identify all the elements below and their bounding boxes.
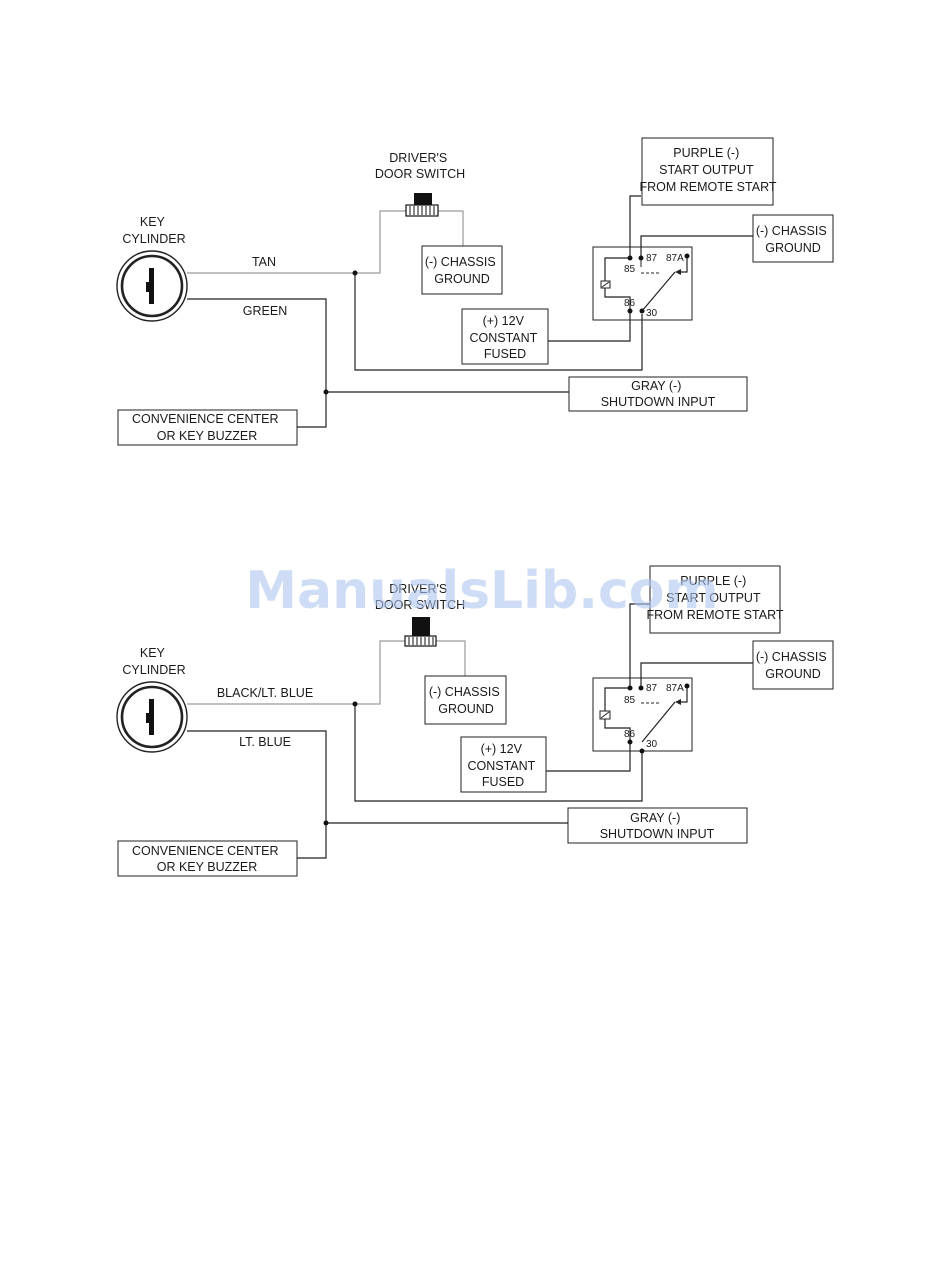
switch-ground-wire: [436, 640, 466, 676]
switch-ground-wire: [438, 210, 464, 246]
watermark: ManualsLib.com: [245, 561, 718, 621]
lt-blue-wire: [187, 730, 327, 859]
key-cylinder-label: KEY CYLINDER: [122, 215, 185, 246]
relay-pin-30: 30: [646, 739, 658, 750]
relay-pin-87: 87: [646, 683, 658, 694]
relay-pin-85: 85: [624, 695, 636, 706]
gray-shutdown-input-box: GRAY (-) SHUTDOWN INPUT: [568, 376, 748, 412]
door-switch-icon: [405, 193, 439, 217]
relay-pin-87: 87: [646, 253, 658, 264]
relay-pin-85: 85: [624, 264, 636, 275]
svg-text:GRAY (-) SHUTDOWN INPU: GRAY (-) SHUTDOWN INPUT: [601, 379, 716, 409]
svg-text:(-) CHASSIS GROUND: (-) CHASSIS GROUND: [425, 255, 499, 286]
power-12v-box: (+) 12V CONSTANT FUSED: [460, 736, 547, 793]
door-switch-label: DRIVER'S DOOR SWITCH: [375, 151, 465, 181]
switch-chassis-ground-box: (-) CHASSIS GROUND: [424, 675, 507, 725]
switch-chassis-ground-box: (-) CHASSIS GROUND: [421, 245, 503, 295]
svg-text:CONVENIENCE CENTER OR: CONVENIENCE CENTER OR KEY BUZZER: [132, 412, 282, 443]
power-12v-box: (+) 12V CONSTANT FUSED: [461, 308, 549, 365]
green-wire-label: GREEN: [243, 304, 287, 318]
svg-text:CONVENIENCE CENTER OR: CONVENIENCE CENTER OR KEY BUZZER: [132, 844, 282, 874]
door-switch-icon: [404, 617, 437, 647]
wiring-diagram-1: KEY CYLINDER DRIVER'S DOOR SWITCH: [116, 137, 834, 446]
power-wire: [546, 742, 631, 772]
lt-blue-wire-label: LT. BLUE: [239, 735, 291, 749]
junction-dot: [352, 701, 358, 707]
svg-text:PURPLE (-) START OUTPU: PURPLE (-) START OUTPUT FROM REMOTE STAR…: [646, 574, 783, 622]
key-cylinder-icon: [116, 250, 188, 322]
relay-pin-87a: 87A: [666, 683, 684, 694]
svg-text:(+) 12V CONSTANT: (+) 12V CONSTANT FUSED: [467, 742, 538, 789]
black-lt-blue-wire-label: BLACK/LT. BLUE: [217, 686, 313, 700]
junction-dot: [352, 270, 358, 276]
wiring-diagram-2: KEY CYLINDER DRIVER'S DOOR SWITCH BLA: [116, 565, 834, 877]
power-wire: [548, 311, 631, 342]
green-wire: [187, 298, 327, 428]
purple-wire: [629, 603, 650, 688]
svg-text:GRAY (-) SHUTDOWN INPU: GRAY (-) SHUTDOWN INPUT: [600, 811, 715, 841]
chassis-relay-wire: [640, 662, 753, 688]
relay-chassis-ground-box: (-) CHASSIS GROUND: [752, 640, 834, 690]
junction-dot: [323, 820, 329, 826]
tan-wire: [187, 210, 408, 274]
svg-text:(+) 12V CONSTANT: (+) 12V CONSTANT FUSED: [469, 314, 540, 361]
key-cylinder-icon: [116, 681, 188, 753]
junction-dot: [323, 389, 329, 395]
convenience-center-box: CONVENIENCE CENTER OR KEY BUZZER: [117, 840, 298, 877]
black-lt-blue-to-relay-wire: [354, 704, 643, 802]
black-lt-blue-wire: [187, 640, 405, 705]
svg-text:(-) CHASSIS GROUND: (-) CHASSIS GROUND: [756, 650, 830, 681]
tan-wire-label: TAN: [252, 255, 276, 269]
convenience-center-box: CONVENIENCE CENTER OR KEY BUZZER: [117, 409, 298, 446]
relay-chassis-ground-box: (-) CHASSIS GROUND: [752, 214, 834, 263]
relay-pin-30: 30: [646, 308, 658, 319]
purple-wire: [629, 195, 641, 258]
svg-text:(-) CHASSIS GROUND: (-) CHASSIS GROUND: [756, 224, 830, 255]
relay-pin-86: 86: [624, 298, 636, 309]
gray-shutdown-input-box: GRAY (-) SHUTDOWN INPUT: [567, 807, 748, 844]
key-cylinder-label: KEY CYLINDER: [122, 646, 185, 677]
svg-text:(-) CHASSIS GROUND: (-) CHASSIS GROUND: [429, 685, 503, 716]
svg-text:PURPLE (-) START OUTPU: PURPLE (-) START OUTPUT FROM REMOTE STAR…: [639, 146, 776, 194]
purple-start-output-box: PURPLE (-) START OUTPUT FROM REMOTE STAR…: [646, 565, 784, 634]
purple-start-output-box: PURPLE (-) START OUTPUT FROM REMOTE STAR…: [639, 137, 777, 206]
door-switch-label: DRIVER'S DOOR SWITCH: [375, 582, 465, 612]
relay-icon: [592, 246, 693, 321]
relay-icon: [592, 677, 693, 754]
relay-pin-86: 86: [624, 729, 636, 740]
relay-pin-87a: 87A: [666, 253, 684, 264]
chassis-relay-wire: [640, 235, 753, 258]
tan-to-relay-wire: [354, 273, 643, 371]
